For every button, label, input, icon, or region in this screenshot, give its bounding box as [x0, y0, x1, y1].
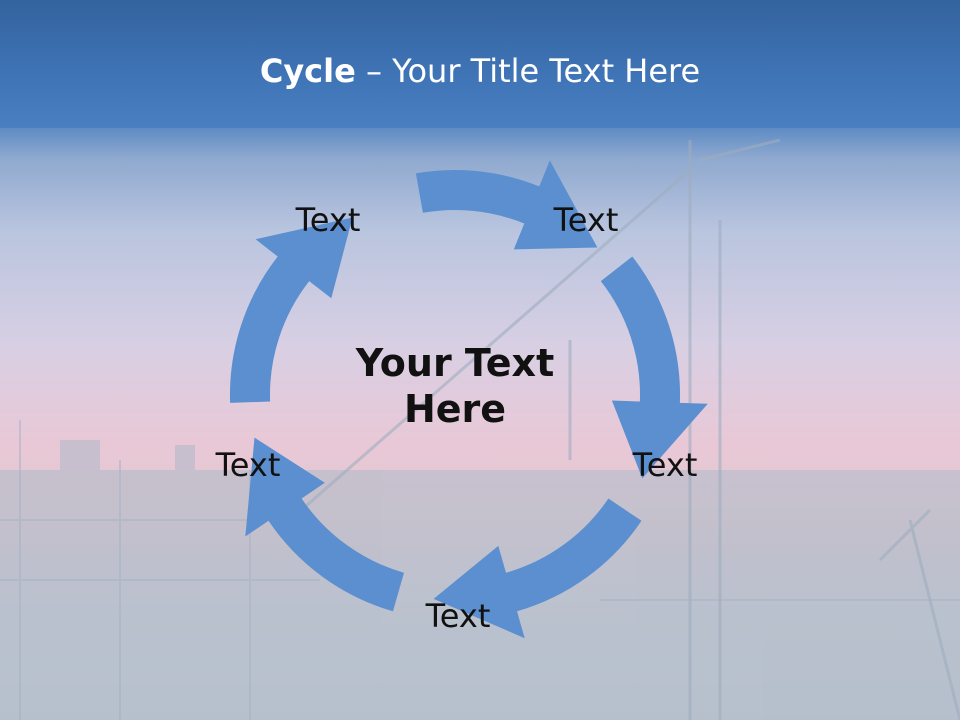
cycle-arrow-top	[415, 160, 598, 250]
title-band	[0, 0, 960, 128]
cycle-arrow-right	[600, 256, 708, 479]
cycle-node-left: Text	[215, 446, 281, 484]
center-text-line2: Here	[403, 387, 507, 431]
cycle-node-top-left: Text	[295, 201, 361, 239]
cycle-arrow-left	[229, 217, 353, 403]
cycle-node-bottom: Text	[425, 597, 491, 635]
cycle-arrow-bottom-right	[433, 498, 642, 639]
center-text-line1: Your Text	[355, 341, 555, 385]
cycle-node-right: Text	[632, 446, 698, 484]
center-text: Your Text Here	[330, 340, 580, 432]
cycle-arrow-bottom-left	[245, 437, 404, 612]
title-rest: – Your Title Text Here	[355, 52, 701, 90]
page-title: Cycle – Your Title Text Here	[0, 52, 960, 90]
title-bold: Cycle	[259, 52, 356, 90]
cycle-node-top-right: Text	[553, 201, 619, 239]
